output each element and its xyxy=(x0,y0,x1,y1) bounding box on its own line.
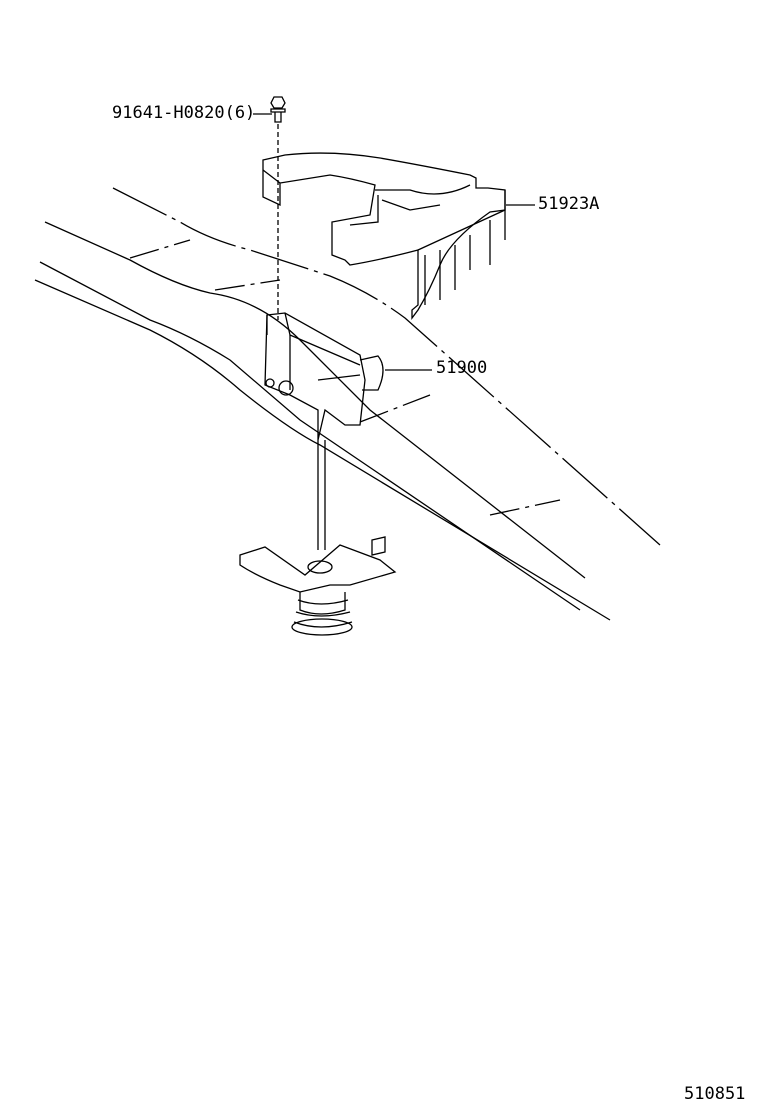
illustration-number: 510851 xyxy=(684,1084,746,1104)
jack-hanger-51900 xyxy=(264,312,384,550)
bolt-icon xyxy=(270,96,286,320)
part-label-bolt: 91641-H0820(6) xyxy=(112,103,256,123)
part-label-jack-hanger: 51900 xyxy=(436,358,488,378)
frame-rail xyxy=(34,187,661,621)
jack-assembly xyxy=(239,536,397,636)
part-label-jack-bracket: 51923A xyxy=(538,194,600,214)
jack-bracket-51923A xyxy=(262,152,506,320)
